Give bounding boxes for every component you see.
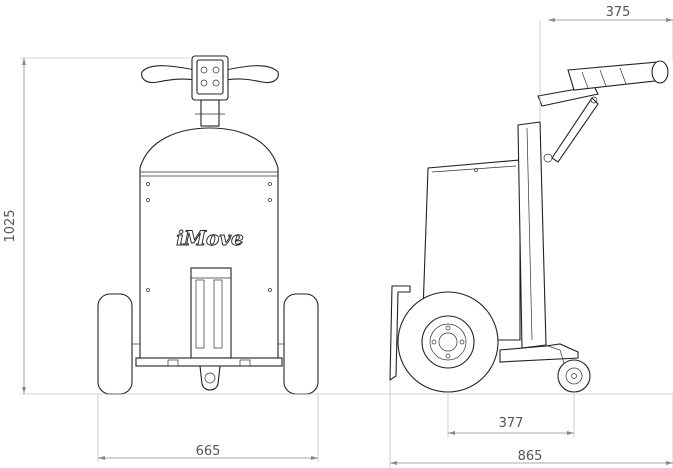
dimension-side-length-label: 865 <box>518 449 543 464</box>
side-view <box>389 60 669 393</box>
front-left-wheel <box>97 293 133 395</box>
side-caster-wheel <box>557 359 591 393</box>
dimension-front-width-label: 665 <box>196 444 221 459</box>
front-body <box>135 127 283 391</box>
side-drive-wheel <box>397 291 499 393</box>
dimension-side-length: 865 <box>389 380 673 468</box>
dimension-height-label: 1025 <box>3 209 18 242</box>
brand-logo: iMove <box>176 226 243 250</box>
dimension-wheelbase: 377 <box>447 392 575 438</box>
front-view: iMove <box>97 55 319 395</box>
side-mast <box>517 121 547 349</box>
dimension-wheelbase-label: 377 <box>499 416 524 431</box>
dimension-height: 1025 <box>3 57 190 394</box>
dimension-handle-reach: 375 <box>539 5 673 120</box>
dimension-front-width: 665 <box>97 394 319 462</box>
front-handlebar <box>141 55 279 127</box>
front-right-wheel <box>283 293 319 395</box>
dimension-handle-reach-label: 375 <box>606 5 631 20</box>
side-tiller <box>537 60 669 163</box>
